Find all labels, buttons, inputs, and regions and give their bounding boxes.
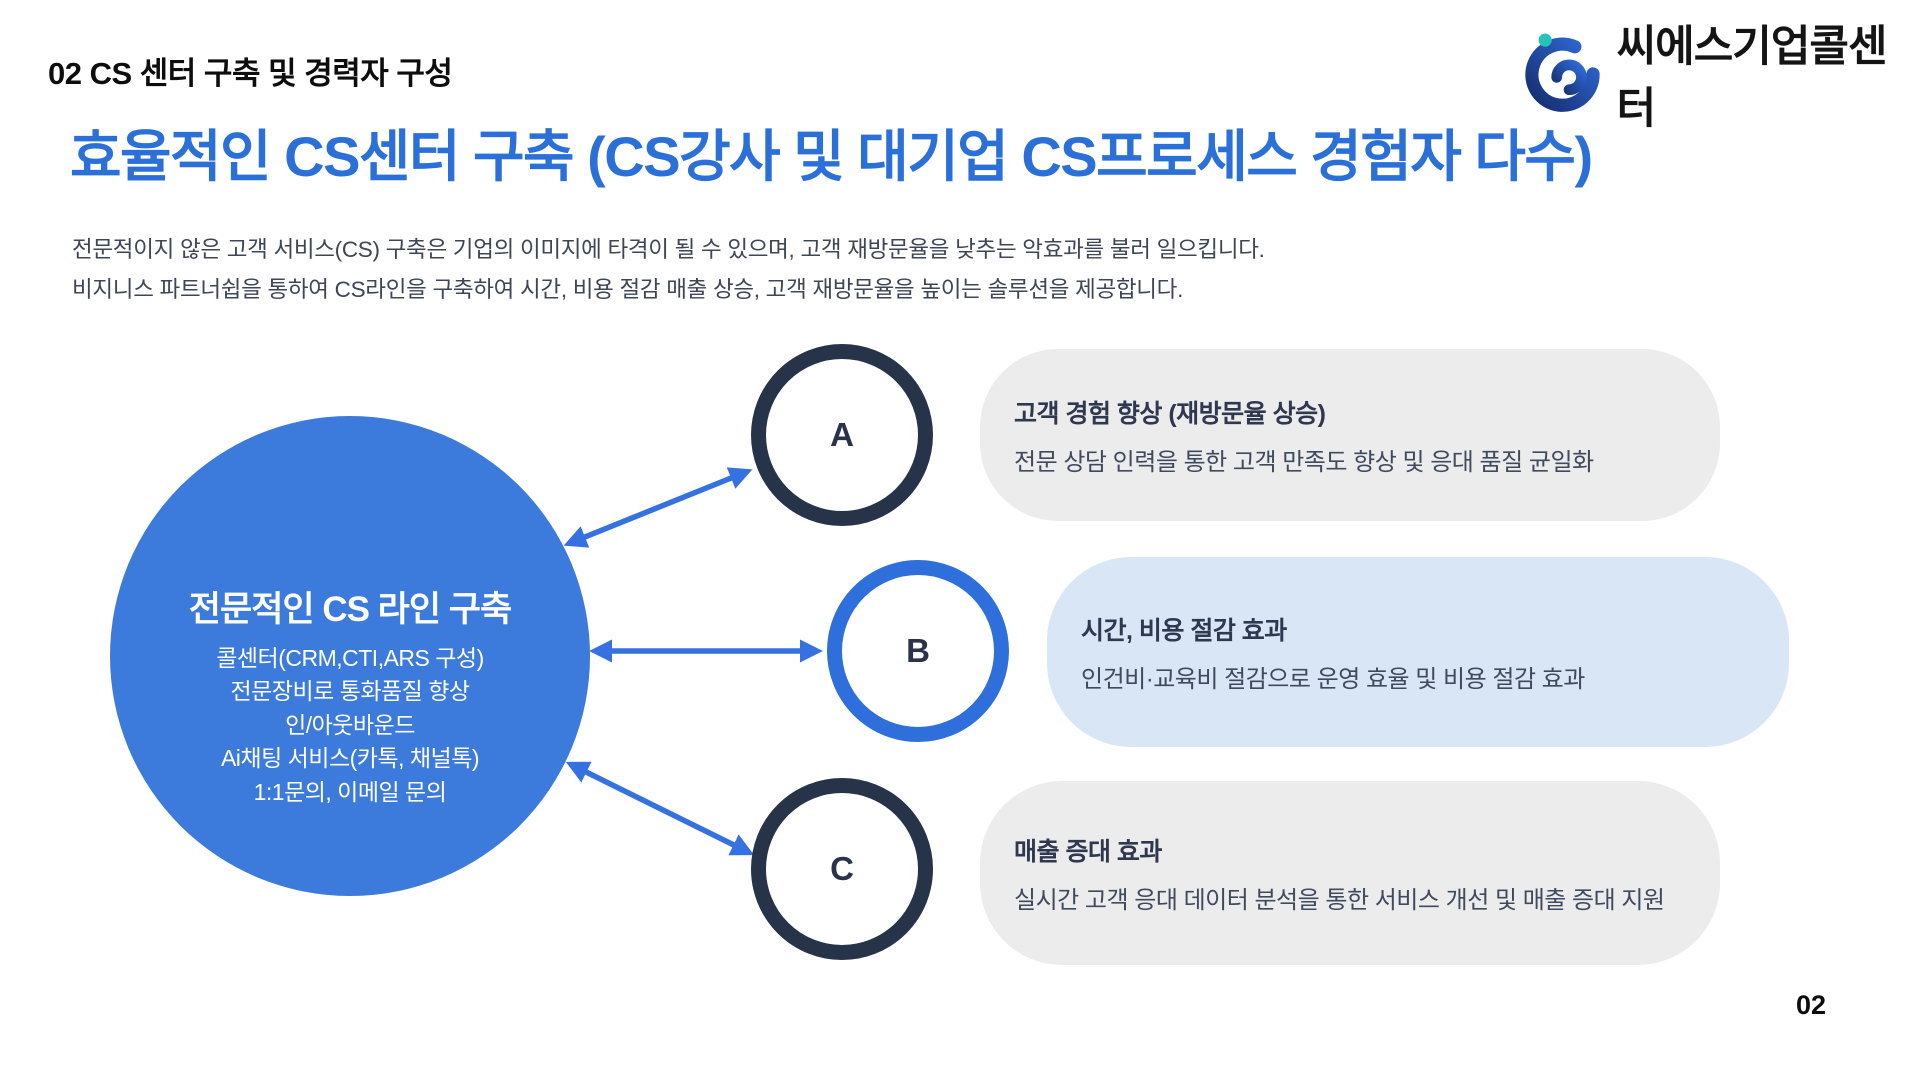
slide-description: 전문적이지 않은 고객 서비스(CS) 구축은 기업의 이미지에 타격이 될 수… [72, 230, 1265, 310]
benefit-box-a: 고객 경험 향상 (재방문율 상승) 전문 상담 인력을 통한 고객 만족도 향… [980, 349, 1720, 521]
section-heading: 02 CS 센터 구축 및 경력자 구성 [48, 56, 453, 91]
company-logo: 씨에스기업콜센터 [1522, 12, 1920, 136]
hub-item: Ai채팅 서비스(카톡, 채널톡) [220, 745, 480, 772]
benefit-body-b: 인건비·교육비 절감으로 운영 효율 및 비용 절감 효과 [1081, 665, 1585, 693]
benefit-title-a: 고객 경험 향상 (재방문율 상승) [1014, 399, 1326, 428]
hub-title: 전문적인 CS 라인 구축 [188, 589, 512, 629]
node-label-a: A [830, 416, 854, 453]
node-circle-c: C [751, 778, 933, 960]
company-logo-text: 씨에스기업콜센터 [1616, 23, 1888, 133]
slide-title: 효율적인 CS센터 구축 (CS강사 및 대기업 CS프로세스 경험자 다수) [70, 125, 1593, 188]
arrow-hub-to-c [565, 761, 755, 856]
node-label-c: C [830, 850, 854, 887]
node-label-b: B [906, 632, 930, 669]
description-line-1: 전문적이지 않은 고객 서비스(CS) 구축은 기업의 이미지에 타격이 될 수… [72, 237, 1265, 262]
page-number: 02 [1796, 990, 1827, 1020]
hub-item: 전문장비로 통화품질 향상 [230, 678, 470, 705]
description-line-2: 비지니스 파트너쉽을 통하여 CS라인을 구축하여 시간, 비용 절감 매출 상… [72, 277, 1184, 302]
benefit-body-c: 실시간 고객 응대 데이터 분석을 통한 서비스 개선 및 매출 증대 지원 [1014, 886, 1665, 914]
hub-item: 인/아웃바운드 [285, 711, 415, 738]
hub-item: 1:1문의, 이메일 문의 [253, 778, 447, 805]
benefit-box-c: 매출 증대 효과 실시간 고객 응대 데이터 분석을 통한 서비스 개선 및 매… [980, 781, 1720, 965]
benefit-body-a: 전문 상담 인력을 통한 고객 만족도 향상 및 응대 품질 균일화 [1014, 448, 1594, 476]
benefit-title-b: 시간, 비용 절감 효과 [1081, 616, 1287, 645]
node-circle-b: B [827, 560, 1009, 742]
hub-circle: 전문적인 CS 라인 구축 콜센터(CRM,CTI,ARS 구성) 전문장비로 … [110, 416, 590, 896]
benefit-title-c: 매출 증대 효과 [1014, 837, 1162, 866]
cs-swirl-logo-icon [1525, 33, 1600, 112]
node-circle-a: A [751, 344, 933, 526]
arrow-hub-to-a [563, 467, 753, 548]
hub-item: 콜센터(CRM,CTI,ARS 구성) [216, 644, 484, 671]
benefit-box-b: 시간, 비용 절감 효과 인건비·교육비 절감으로 운영 효율 및 비용 절감 … [1047, 557, 1789, 747]
